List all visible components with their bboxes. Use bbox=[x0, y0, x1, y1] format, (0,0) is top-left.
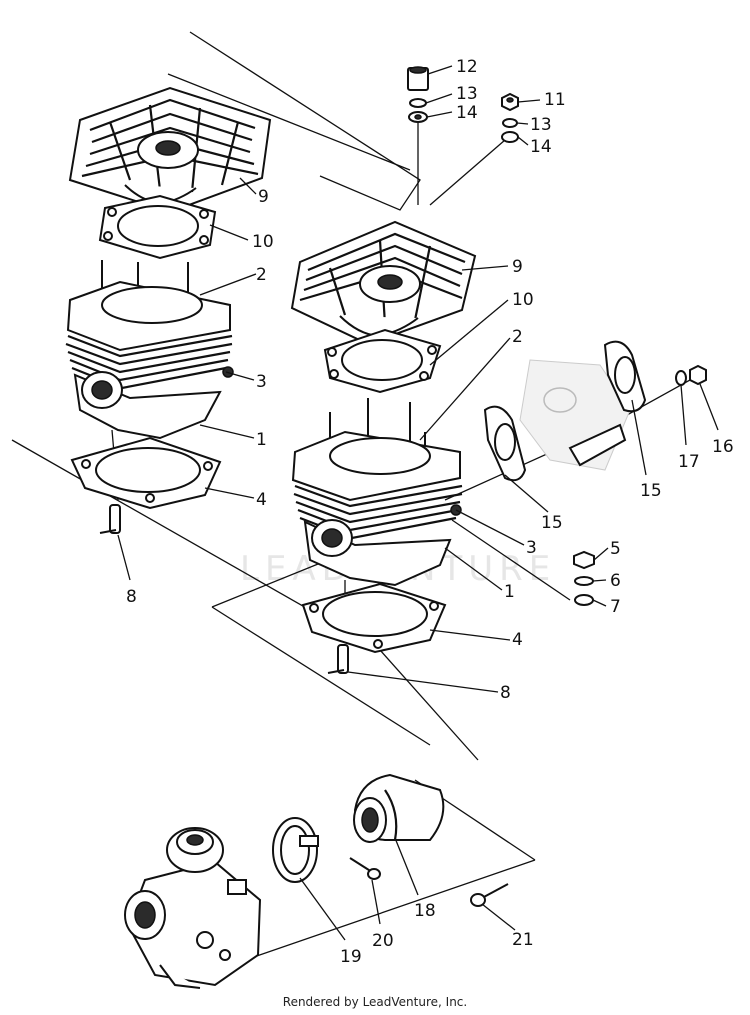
exhaust-gasket-b[interactable] bbox=[603, 340, 647, 413]
base-gasket-left[interactable] bbox=[70, 436, 222, 510]
exhaust-gasket-a[interactable] bbox=[483, 405, 527, 482]
exhaust-bracket bbox=[519, 359, 631, 471]
callout-18: 18 bbox=[414, 901, 436, 921]
head-gasket-right[interactable] bbox=[323, 328, 442, 394]
bolt-20[interactable] bbox=[349, 857, 381, 880]
washer-6[interactable] bbox=[574, 576, 594, 586]
washer-7[interactable] bbox=[574, 594, 594, 606]
callout-20: 20 bbox=[372, 931, 394, 951]
callout-10-right: 10 bbox=[512, 290, 534, 310]
washer-17[interactable] bbox=[675, 370, 687, 386]
callout-9-right: 9 bbox=[512, 257, 523, 277]
nut-16[interactable] bbox=[689, 364, 707, 386]
callout-labels: 12 13 14 11 13 14 9 10 2 3 1 4 8 9 10 2 … bbox=[126, 57, 734, 967]
washer-13-left[interactable] bbox=[409, 98, 427, 108]
bolt-21[interactable] bbox=[470, 883, 509, 907]
washer-14-right[interactable] bbox=[501, 131, 519, 143]
callout-9-left: 9 bbox=[258, 187, 269, 207]
intake-boot[interactable] bbox=[353, 773, 445, 843]
callout-17: 17 bbox=[678, 452, 700, 472]
leader-lines bbox=[117, 65, 719, 941]
callout-8-left: 8 bbox=[126, 587, 137, 607]
cylinder-right[interactable] bbox=[291, 398, 463, 587]
callout-5: 5 bbox=[610, 539, 621, 559]
callout-13-right: 13 bbox=[530, 115, 552, 135]
callout-2-right: 2 bbox=[512, 327, 523, 347]
footer-credit: Rendered by LeadVenture, Inc. bbox=[282, 995, 468, 1009]
callout-12: 12 bbox=[456, 57, 478, 77]
nut-5[interactable] bbox=[573, 550, 595, 570]
callout-3-left: 3 bbox=[256, 372, 267, 392]
washer-14-left[interactable] bbox=[408, 111, 428, 123]
callout-14-left: 14 bbox=[456, 103, 478, 123]
callout-15-lower: 15 bbox=[541, 513, 563, 533]
callout-4-right: 4 bbox=[512, 630, 523, 650]
cylinder-head-left[interactable] bbox=[68, 86, 272, 214]
nut-11[interactable] bbox=[501, 92, 519, 112]
callout-21: 21 bbox=[512, 930, 534, 950]
washer-13-right[interactable] bbox=[502, 118, 518, 128]
callout-8-right: 8 bbox=[500, 683, 511, 703]
carburetor[interactable] bbox=[124, 827, 262, 989]
callout-6: 6 bbox=[610, 571, 621, 591]
nut-12[interactable] bbox=[407, 66, 429, 91]
callout-13-left: 13 bbox=[456, 84, 478, 104]
callout-11: 11 bbox=[544, 90, 566, 110]
callout-1-left: 1 bbox=[256, 430, 267, 450]
fitting-left[interactable] bbox=[99, 504, 121, 534]
callout-14-right: 14 bbox=[530, 137, 552, 157]
callout-3-right: 3 bbox=[526, 538, 537, 558]
callout-16: 16 bbox=[712, 437, 734, 457]
callout-4-left: 4 bbox=[256, 490, 267, 510]
callout-7: 7 bbox=[610, 597, 621, 617]
callout-10-left: 10 bbox=[252, 232, 274, 252]
callout-15-upper: 15 bbox=[640, 481, 662, 501]
fitting-right[interactable] bbox=[327, 644, 349, 674]
cylinder-left[interactable] bbox=[65, 260, 234, 440]
callout-19: 19 bbox=[340, 947, 362, 967]
callout-2-left: 2 bbox=[256, 265, 267, 285]
base-gasket-right[interactable] bbox=[301, 582, 447, 654]
head-gasket-left[interactable] bbox=[98, 194, 217, 260]
callout-1-right: 1 bbox=[504, 582, 515, 602]
cylinder-head-right[interactable] bbox=[290, 220, 477, 346]
clamp[interactable] bbox=[272, 817, 319, 883]
